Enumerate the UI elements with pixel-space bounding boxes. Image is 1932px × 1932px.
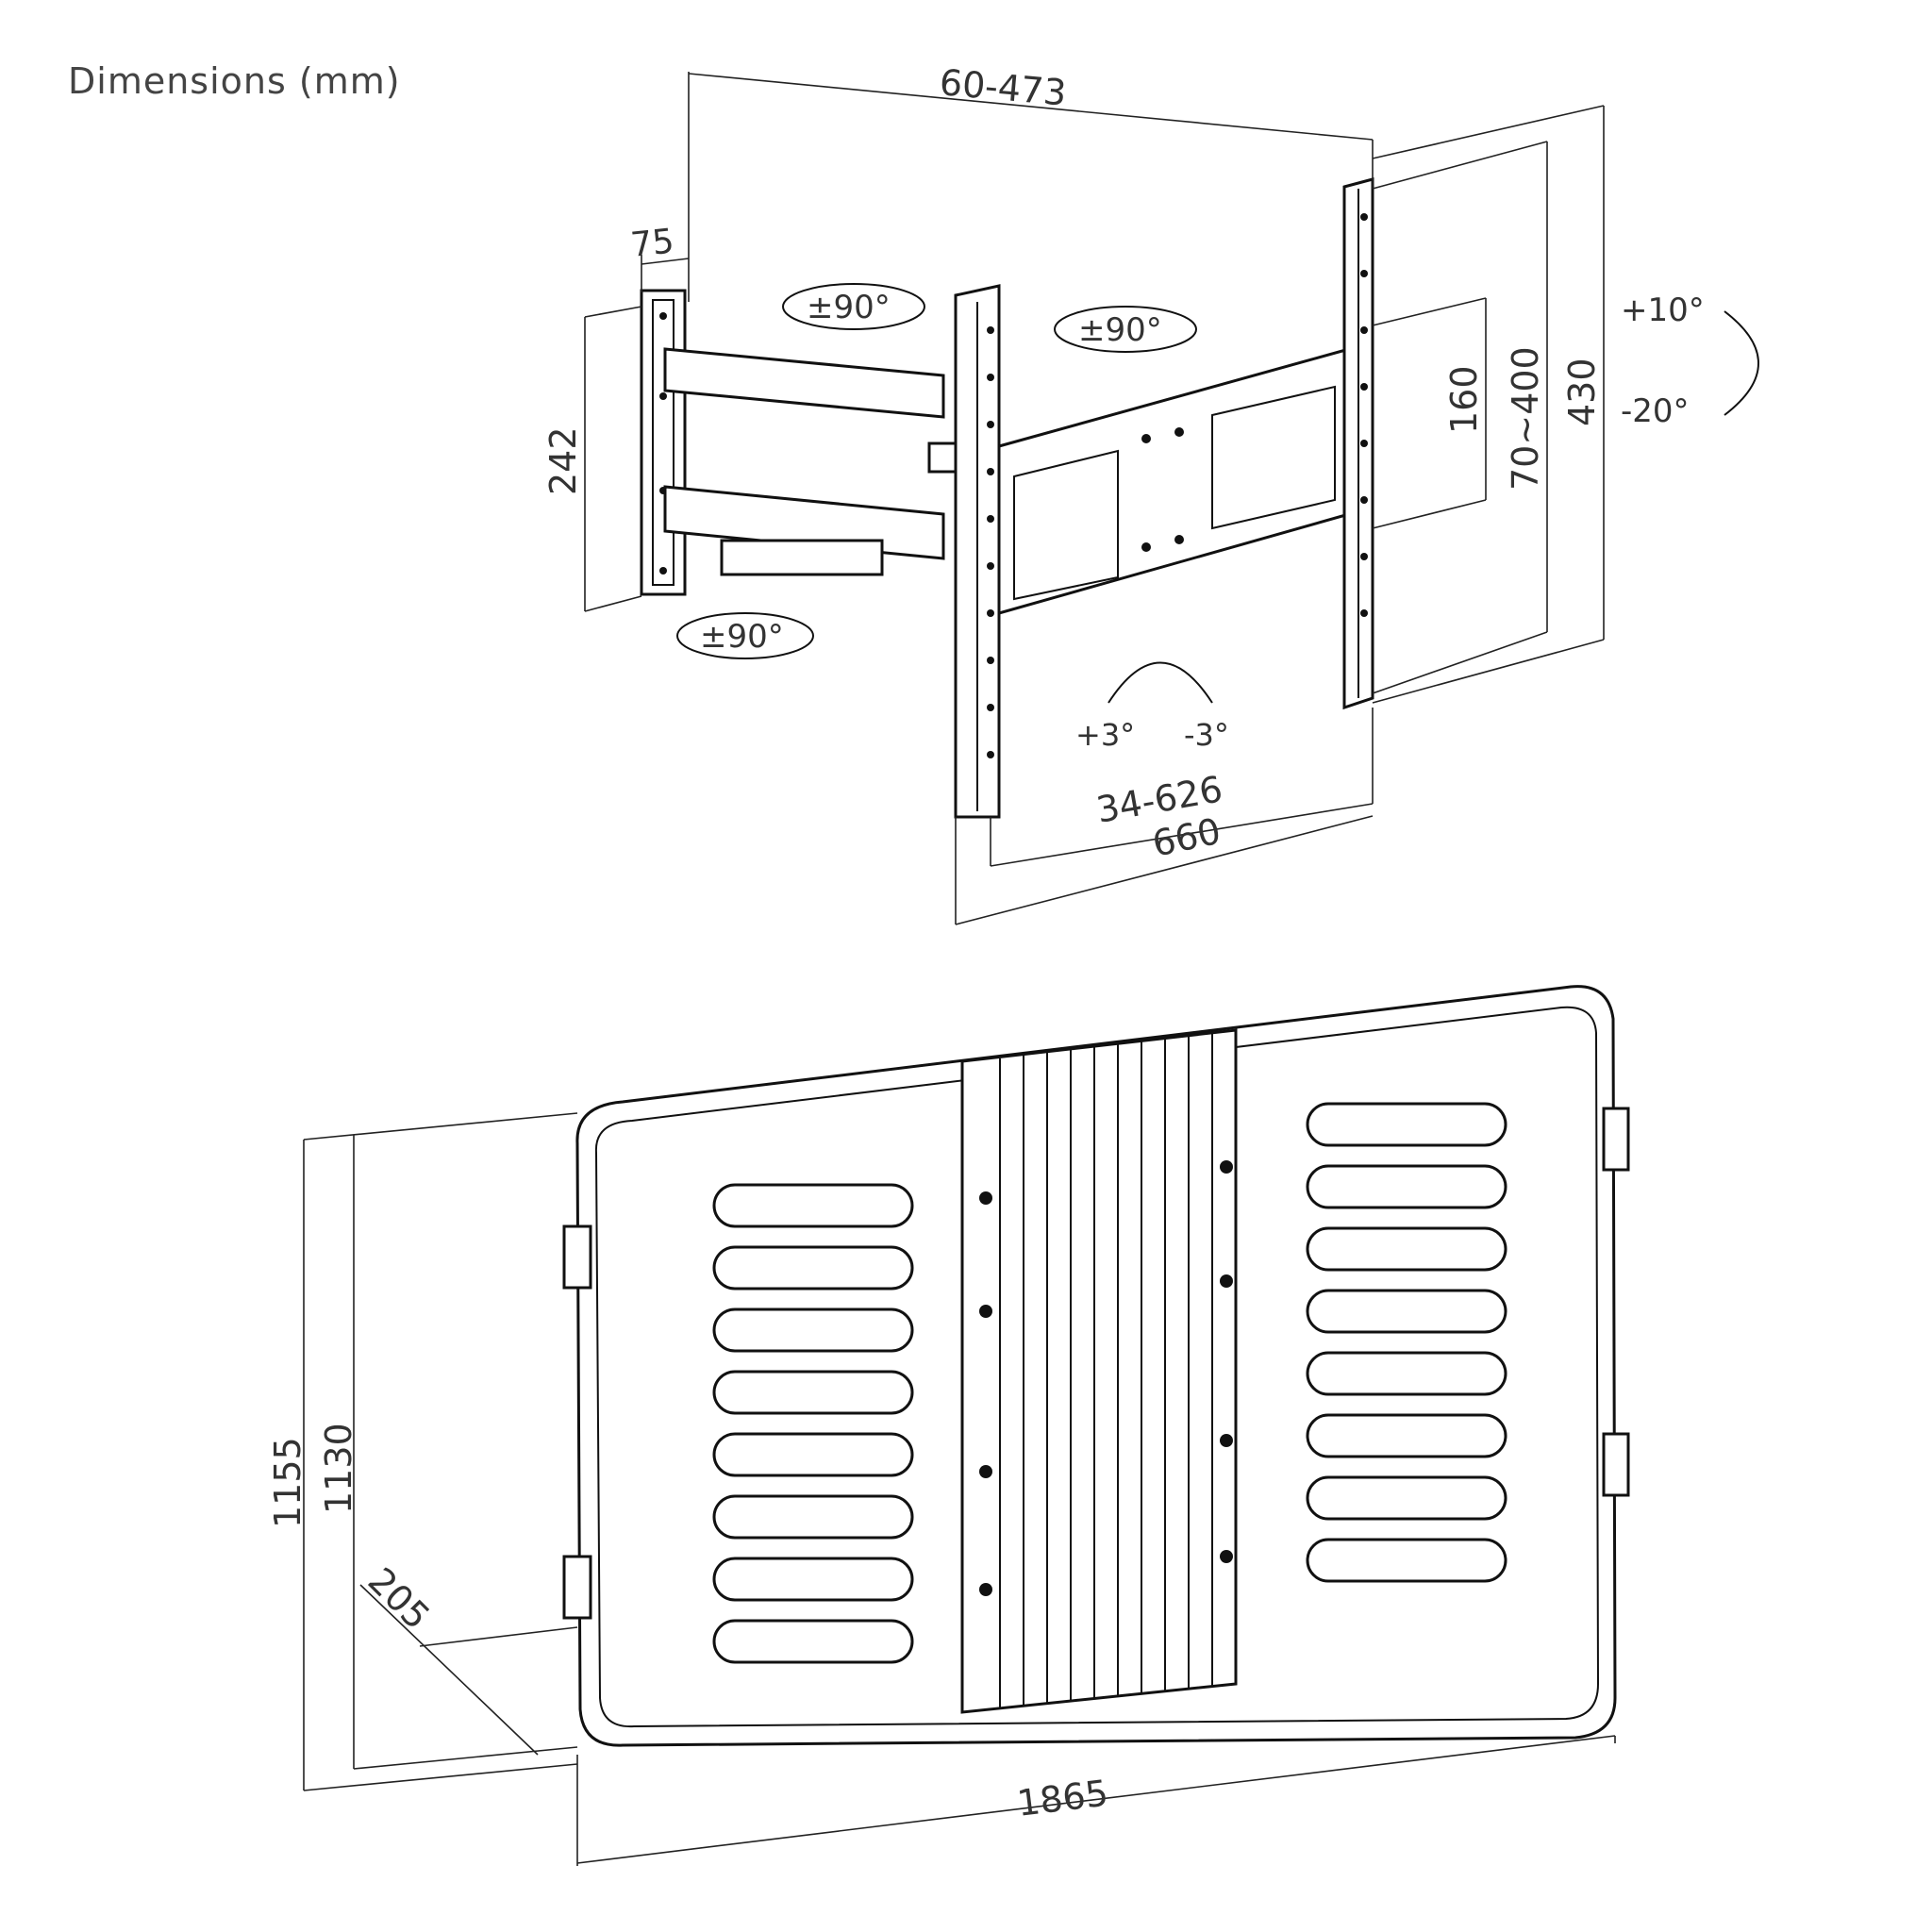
dim-box-depth: 205	[360, 1559, 438, 1637]
right-slots	[1306, 1102, 1507, 1583]
angle-tilt-down: -20°	[1621, 392, 1690, 430]
angle-swivel-wall: ±90°	[700, 618, 784, 656]
wall-mount-drawing: 60-473 75 242 160 70~400 430 34-626 660 …	[542, 61, 1759, 925]
box-drawing: 1155 1130 205 1865	[267, 985, 1630, 1866]
angle-swivel-arm-top: ±90°	[807, 289, 891, 326]
left-slots	[712, 1183, 914, 1664]
dim-wall-plate-height: 242	[542, 426, 584, 495]
angle-swivel-head: ±90°	[1078, 311, 1162, 349]
center-ribs	[960, 1028, 1238, 1714]
top-dimension-lines	[584, 72, 1605, 925]
right-rail	[1342, 177, 1374, 710]
dim-arm-extension: 60-473	[938, 61, 1068, 114]
angle-tilt-up: +10°	[1621, 291, 1705, 329]
drawing-title: Dimensions (mm)	[68, 60, 401, 102]
wall-plate	[640, 289, 687, 596]
dim-rail-height: 430	[1561, 358, 1603, 426]
dim-box-width: 1865	[1015, 1772, 1110, 1824]
horizontal-bracket	[997, 347, 1351, 615]
angle-rotate-plus: +3°	[1075, 717, 1135, 753]
arm-assembly	[663, 347, 959, 576]
dim-wall-plate-depth: 75	[629, 222, 676, 265]
dim-vesa-vertical: 70~400	[1505, 346, 1546, 491]
left-rail	[954, 284, 1001, 819]
angle-rotate-minus: -3°	[1184, 717, 1229, 753]
rotation-markers	[676, 283, 1759, 704]
dim-box-height-outer: 1155	[267, 1437, 308, 1528]
bottom-dimension-lines	[303, 1112, 1616, 1866]
dim-vesa-small: 160	[1443, 365, 1485, 434]
dim-box-height-inner: 1130	[318, 1423, 359, 1514]
